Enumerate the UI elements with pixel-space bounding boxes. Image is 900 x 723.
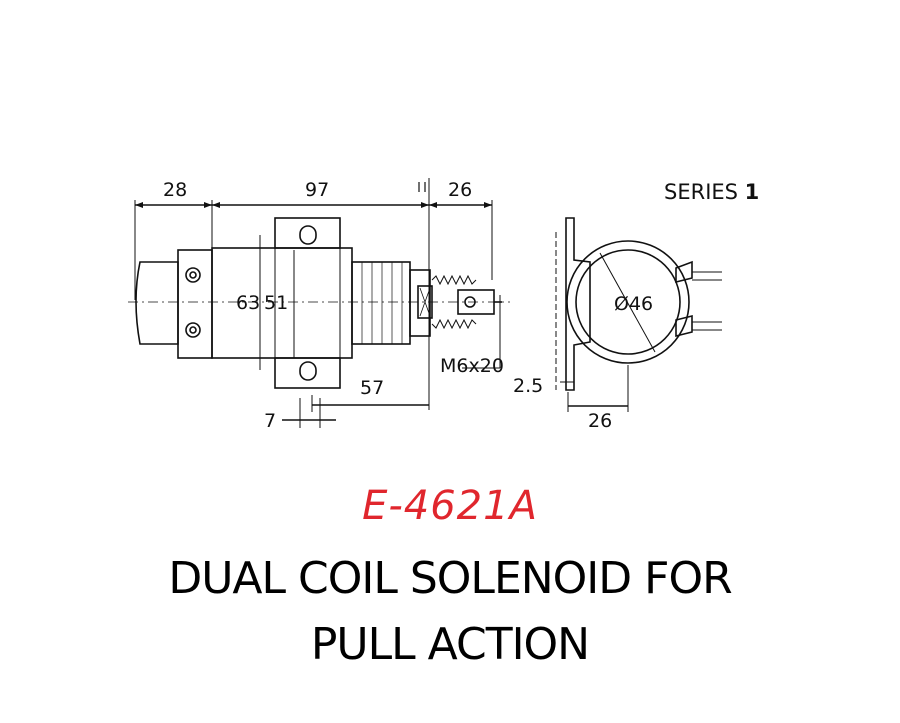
diameter-label: Ø46: [614, 293, 653, 315]
dim-63-label: 63: [236, 292, 260, 314]
dim-2-5-label: 2.5: [513, 375, 543, 397]
dim-57-label: 57: [360, 377, 384, 399]
mount-bracket-bottom: [274, 357, 341, 389]
dim-26-top-label: 26: [448, 179, 472, 201]
part-number: E-4621A: [362, 483, 538, 529]
product-title-line-1: DUAL COIL SOLENOID FOR: [168, 553, 732, 604]
return-spring: [431, 274, 477, 330]
dim-51-label: 51: [264, 292, 288, 314]
end-view-outer-circle: [566, 240, 690, 364]
product-title-line-2: PULL ACTION: [310, 619, 590, 670]
front-housing: [351, 261, 411, 345]
dim-28-label: 28: [163, 179, 187, 201]
rear-cap: [135, 261, 179, 345]
thread-label: M6x20: [440, 355, 504, 377]
mount-bracket-top: [274, 217, 341, 249]
dim-7-label: 7: [264, 410, 276, 432]
series-label: SERIES 1: [664, 180, 759, 204]
terminal-block: [177, 249, 213, 359]
dim-26-bottom-label: 26: [588, 410, 612, 432]
end-view-bracket: [565, 217, 591, 391]
dim-97-label: 97: [305, 179, 329, 201]
